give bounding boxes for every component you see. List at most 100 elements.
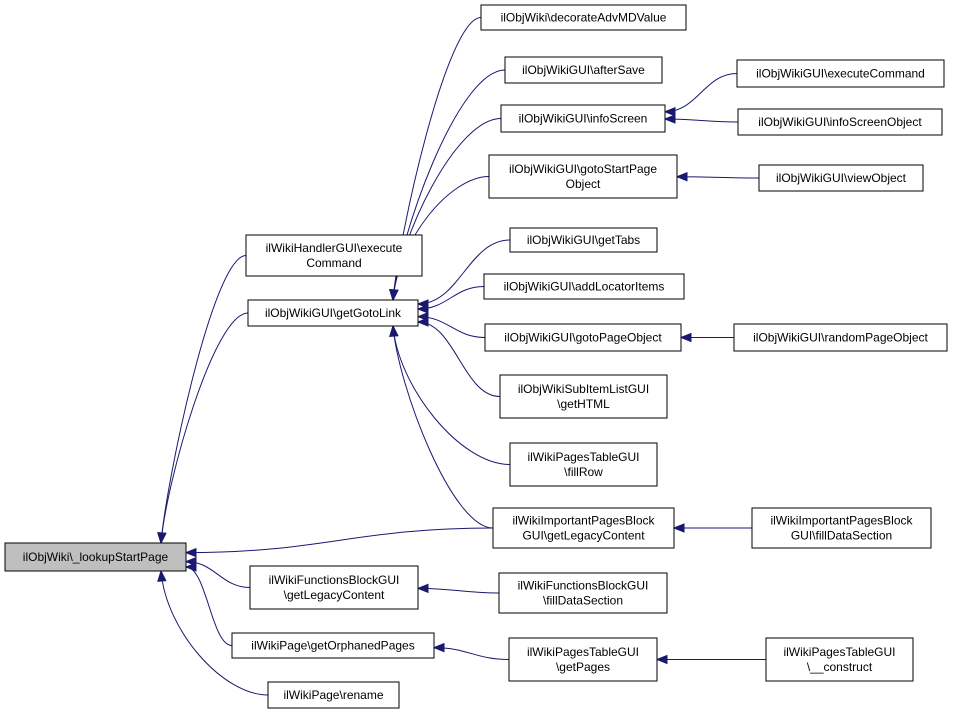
node-label-line: ilWikiPagesTableGUI [527,450,639,464]
edge-arrowhead [663,107,676,117]
edge-arrowhead [157,532,167,545]
edge-arrowhead [416,583,429,594]
node-box [500,104,666,133]
edge-arrowhead [416,317,429,327]
edge-arrowhead [157,569,167,582]
edge-line [433,647,510,660]
node-label-line: Object [566,177,601,191]
edge-line [160,570,269,696]
node-box [249,565,419,610]
edge-line [417,239,511,305]
edge-arrowhead [675,171,688,182]
edge-view-object-to-goto-start-page-object [675,171,760,182]
node-label-line: \fillRow [564,465,603,479]
edge-important-get-legacy-to-lookup-start-page [184,527,494,558]
node-fill-row[interactable]: ilWikiPagesTableGUI\fillRow [509,442,658,487]
edge-sub-item-get-html-to-get-goto-link [416,317,501,397]
node-important-fill-data[interactable]: ilWikiImportantPagesBlockGUI\fillDataSec… [751,507,932,549]
edge-arrowhead [389,289,399,302]
nodes-layer: ilObjWiki\_lookupStartPage ilObjWiki\deco… [4,4,948,709]
node-important-get-legacy[interactable]: ilWikiImportantPagesBlockGUI\getLegacyCo… [492,507,675,549]
node-get-pages[interactable]: ilWikiPagesTableGUI\getPages [508,637,658,682]
node-label-line: ilObjWikiGUI\afterSave [522,63,645,77]
node-execute-command[interactable]: ilObjWikiGUI\executeCommand [736,59,945,88]
edge-line [664,118,739,123]
node-label-line: ilWikiPagesTableGUI [783,645,895,659]
edge-arrowhead [663,114,676,124]
node-handler-execute-command[interactable]: ilWikiHandlerGUI\executeCommand [245,234,423,277]
node-label-line: ilObjWikiSubItemListGUI [518,382,649,396]
edges-layer [157,17,766,696]
node-get-tabs[interactable]: ilObjWikiGUI\getTabs [509,227,658,253]
node-label-line: ilWikiFunctionsBlockGUI [518,579,649,593]
node-label-line: \fillDataSection [543,594,623,608]
node-label-line: ilWikiPagesTableGUI [527,645,639,659]
edge-important-fill-data-to-important-get-legacy [672,523,752,533]
node-box [488,154,678,199]
node-box [508,637,658,682]
node-box [736,59,945,88]
edge-line [664,73,738,113]
node-box [480,4,687,31]
node-goto-page-object[interactable]: ilObjWikiGUI\gotoPageObject [484,323,682,352]
node-label-line: ilObjWikiGUI\gotoPageObject [504,331,662,345]
node-functions-get-legacy[interactable]: ilWikiFunctionsBlockGUI\getLegacyContent [249,565,419,610]
node-functions-fill-data[interactable]: ilWikiFunctionsBlockGUI\fillDataSection [498,572,668,614]
edge-line [417,321,501,397]
node-get-goto-link[interactable]: ilObjWikiGUI\getGotoLink [247,299,419,327]
node-label-line: \__construct [807,660,873,674]
node-add-locator-items[interactable]: ilObjWikiGUI\addLocatorItems [483,273,685,300]
node-label-line: ilObjWiki\_lookupStartPage [23,550,169,564]
edge-info-screen-object-to-info-screen [663,114,739,124]
node-label-line: ilObjWikiGUI\executeCommand [756,67,925,81]
node-info-screen-object[interactable]: ilObjWikiGUI\infoScreenObject [737,108,943,136]
node-construct[interactable]: ilWikiPagesTableGUI\__construct [765,637,914,682]
edge-construct-to-get-pages [655,654,766,665]
edge-line [185,527,494,554]
edge-line [417,587,500,594]
node-label-line: ilObjWikiGUI\infoScreenObject [758,115,922,129]
node-label-line: \getPages [556,660,610,674]
edge-arrowhead [416,304,429,314]
node-box [4,542,187,572]
edge-line [160,255,247,544]
node-label-line: \getLegacyContent [284,588,385,602]
node-random-page-object[interactable]: ilObjWikiGUI\randomPageObject [733,323,948,352]
edge-line [185,566,233,646]
edge-execute-command-to-info-screen [663,73,738,117]
node-rename[interactable]: ilWikiPage\rename [267,681,400,709]
node-box [498,572,668,614]
edge-arrowhead [184,562,197,572]
edge-line [392,325,494,529]
node-decorate-adv-mdvalue[interactable]: ilObjWiki\decorateAdvMDValue [480,4,687,31]
edge-arrowhead [672,523,685,533]
edge-important-get-legacy-to-get-goto-link [389,324,494,529]
node-sub-item-get-html[interactable]: ilObjWikiSubItemListGUI\getHTML [499,374,668,419]
node-label-line: ilObjWikiGUI\getTabs [527,233,640,247]
edge-line [392,176,490,301]
node-box [509,442,658,487]
edge-handler-execute-command-to-lookup-start-page [157,255,247,545]
node-label-line: ilObjWikiGUI\addLocatorItems [504,280,665,294]
node-label-line: ilObjWikiGUI\infoScreen [519,112,648,126]
node-label-line: ilWikiHandlerGUI\execute [266,241,403,255]
node-orphaned-pages[interactable]: ilWikiPage\getOrphanedPages [231,632,435,659]
node-after-save[interactable]: ilObjWikiGUI\afterSave [504,56,663,84]
edge-line [160,312,249,544]
edge-arrowhead [184,547,197,558]
edge-line [676,176,760,179]
edge-goto-start-page-object-to-get-goto-link [389,176,490,302]
node-label-line: ilObjWiki\decorateAdvMDValue [501,11,667,25]
edge-arrowhead [432,642,445,653]
node-box [509,227,658,253]
node-box [247,299,419,327]
edge-arrowhead [389,324,399,337]
edge-rename-to-lookup-start-page [157,569,269,696]
node-info-screen[interactable]: ilObjWikiGUI\infoScreen [500,104,666,133]
edge-random-page-object-to-goto-page-object [679,332,735,343]
node-label-line: GUI\fillDataSection [791,529,892,543]
node-label-line: ilWikiImportantPagesBlock [512,514,655,528]
node-view-object[interactable]: ilObjWikiGUI\viewObject [758,164,924,192]
node-label-line: ilWikiPage\getOrphanedPages [251,639,414,653]
